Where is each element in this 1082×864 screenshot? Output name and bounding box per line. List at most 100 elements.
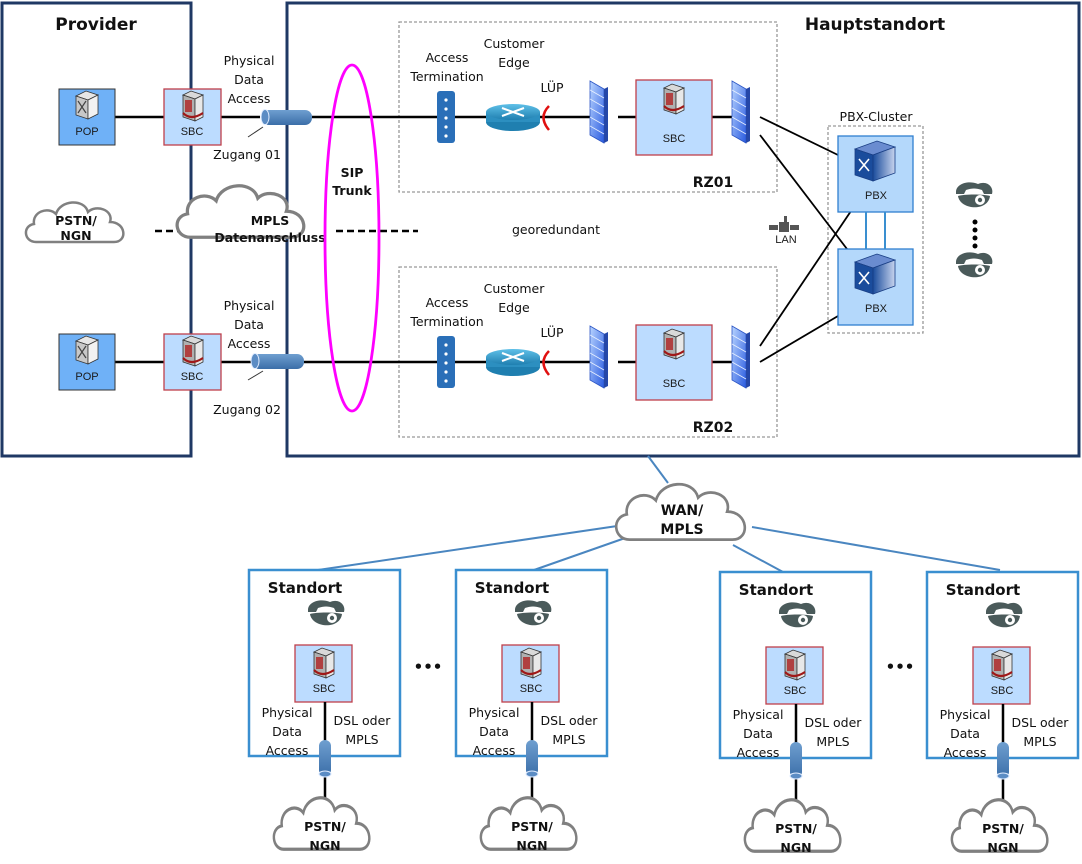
svg-text:DSL oder: DSL oder [541,713,599,728]
georedundant-label: georedundant [512,222,600,237]
svg-text:Customer: Customer [484,36,546,51]
luep-label: LÜP [540,324,563,340]
pstn-cloud: PSTN/NGN [479,796,578,853]
svg-text:DSL oder: DSL oder [1012,715,1070,730]
svg-text:Access: Access [266,743,309,758]
pbx-node-1[interactable]: PBX [837,135,914,213]
customer-edge-router[interactable] [486,104,540,131]
access-cylinder-2 [250,353,304,369]
firewall-outer[interactable] [589,80,609,144]
pstn-cloud: PSTN/NGN [743,798,842,855]
svg-text:Access: Access [426,295,469,310]
pbx-cluster-label: PBX-Cluster [840,109,914,124]
svg-text:SBC: SBC [663,133,686,145]
firewall-inner[interactable] [731,80,751,144]
svg-text:Data: Data [479,724,509,739]
svg-text:MPLS: MPLS [251,213,290,228]
svg-text:Access: Access [228,91,271,106]
ellipsis-left: ••• [414,658,443,676]
svg-text:PSTN/: PSTN/ [304,819,346,834]
pbx-links [759,116,852,363]
rz-sbc[interactable]: SBC [635,324,713,401]
svg-text:Edge: Edge [498,55,530,70]
sbc-label: SBC [181,371,204,383]
rz01-box [398,21,778,193]
svg-text:Access: Access [737,745,780,760]
svg-text:Access: Access [473,743,516,758]
pop-label: POP [75,371,98,383]
standort-sbc[interactable]: SBC [501,644,560,703]
mpls-cloud: MPLS Datenanschluss [175,184,326,245]
access-cylinder [525,740,539,778]
standort-sbc[interactable]: SBC [972,646,1031,705]
luep-demarcation-icon [542,105,550,131]
access-cylinder [996,742,1010,780]
zugang-02-label: Zugang 02 [213,402,281,417]
customer-edge-labels: Customer Edge [484,36,546,70]
standort-title: Standort [946,581,1020,599]
svg-text:WAN/: WAN/ [661,503,704,519]
svg-text:Data: Data [234,72,264,87]
access-termination-labels: Access Termination [409,295,483,329]
svg-text:MPLS: MPLS [345,732,378,747]
pop-label: POP [75,126,98,138]
access-termination-device[interactable] [437,91,455,143]
svg-text:Access: Access [228,336,271,351]
access-termination-device[interactable] [437,336,455,388]
provider-sbc-1[interactable]: SBC [163,88,222,146]
svg-text:Physical: Physical [224,53,275,68]
firewall-outer[interactable] [589,325,609,389]
sbc-label: SBC [520,683,543,695]
rz02-label: RZ02 [693,420,733,436]
customer-edge-router[interactable] [486,349,540,376]
pbx-sync-links [865,212,886,249]
pop-node-2[interactable]: POP [58,333,116,391]
standort-sbc[interactable]: SBC [294,644,353,703]
firewall-inner[interactable] [731,325,751,389]
svg-text:Access: Access [426,50,469,65]
zugang01-leader [247,126,264,138]
rz-sbc[interactable]: SBC [635,79,713,156]
svg-text:Data: Data [272,724,302,739]
svg-text:DSL oder: DSL oder [805,715,863,730]
svg-text:Physical: Physical [940,707,991,722]
standort-title: Standort [475,579,549,597]
sip-trunk-ellipse [323,63,381,413]
svg-text:NGN: NGN [309,838,340,853]
svg-text:Customer: Customer [484,281,546,296]
svg-text:PSTN/: PSTN/ [775,821,817,836]
svg-text:PSTN/: PSTN/ [982,821,1024,836]
wan-mpls-cloud: WAN/ MPLS [614,482,747,541]
pbx-node-2[interactable]: PBX [837,248,914,326]
sip-trunk-label-1: SIP [341,165,364,180]
lan-label: LAN [775,234,796,246]
svg-text:NGN: NGN [987,840,1018,855]
svg-text:MPLS: MPLS [816,734,849,749]
svg-text:SBC: SBC [663,378,686,390]
svg-text:Physical: Physical [469,705,520,720]
sbc-label: SBC [991,685,1014,697]
sbc-label: SBC [313,683,336,695]
standort-title: Standort [268,579,342,597]
sip-trunk-label-2: Trunk [332,183,372,198]
provider-sbc-2[interactable]: SBC [163,333,222,391]
zugang-01-label: Zugang 01 [213,147,281,162]
pop-node-1[interactable]: POP [58,88,116,146]
svg-text:PSTN/: PSTN/ [55,213,97,228]
svg-text:Data: Data [950,726,980,741]
svg-text:Termination: Termination [409,69,483,84]
standort-sbc[interactable]: SBC [765,646,824,705]
vertical-ellipsis-icon [972,219,978,249]
svg-text:NGN: NGN [780,840,811,855]
lan-icon: LAN [769,216,799,246]
